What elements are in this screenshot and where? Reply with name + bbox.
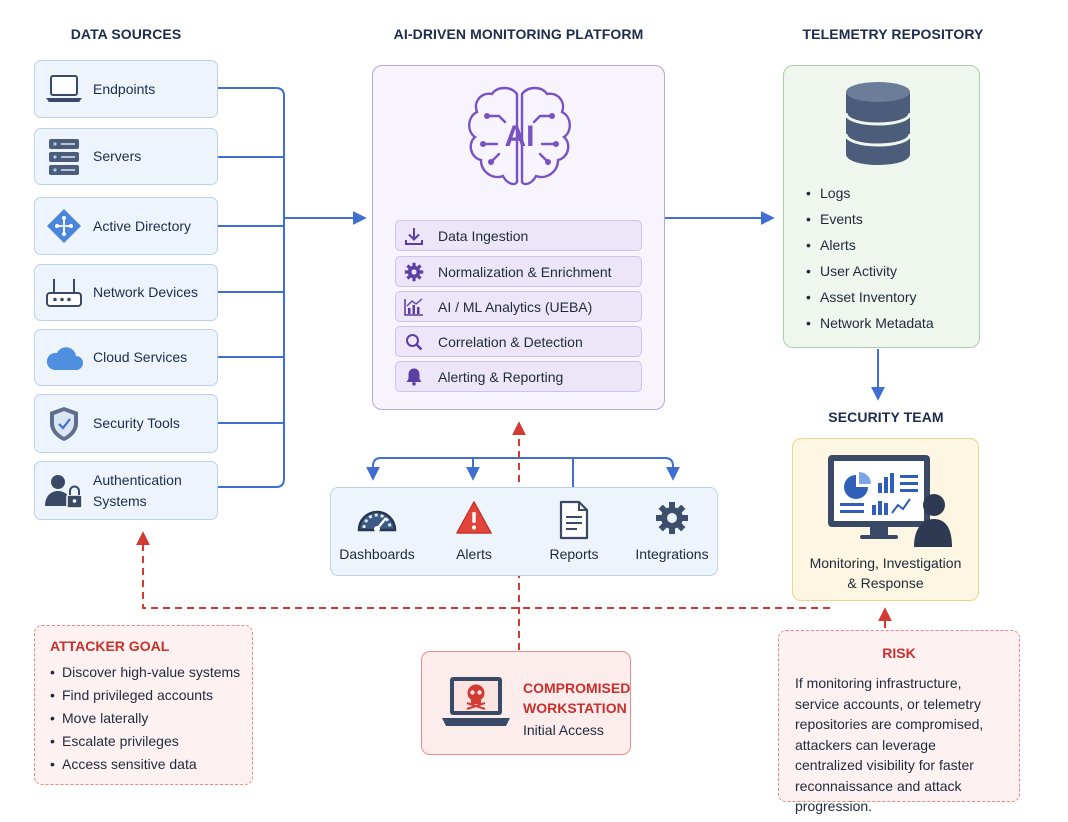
source-label: Servers [93, 148, 142, 164]
attacker-goal-item: Escalate privileges [50, 730, 240, 753]
source-label: Network Devices [93, 284, 199, 300]
compromised-workstation-panel: COMPROMISED WORKSTATION Initial Access [421, 651, 631, 755]
gear-icon [396, 262, 432, 282]
security-team-heading: SECURITY TEAM [828, 409, 944, 425]
monitoring-platform-panel: AI Data Ingestion Normalization & Enrich… [372, 65, 665, 410]
step-normalization: Normalization & Enrichment [395, 256, 642, 287]
attacker-goal-item: Find privileged accounts [50, 684, 240, 707]
compromised-subtitle: Initial Access [523, 722, 604, 738]
analyst-monitor-icon [828, 455, 952, 547]
telemetry-heading: TELEMETRY REPOSITORY [802, 26, 984, 42]
source-authentication-systems: Authentication Systems [34, 461, 218, 520]
shield-icon [35, 395, 93, 452]
cloud-icon [35, 330, 93, 385]
step-correlation: Correlation & Detection [395, 326, 642, 357]
risk-description: If monitoring infrastructure, service ac… [795, 675, 984, 814]
step-label: Alerting & Reporting [438, 368, 564, 385]
telemetry-item: Network Metadata [806, 310, 934, 336]
user-lock-icon [35, 462, 93, 519]
laptop-icon [35, 61, 93, 117]
step-data-ingestion: Data Ingestion [395, 220, 642, 251]
output-branch-lines [372, 457, 674, 467]
document-icon [528, 500, 620, 540]
output-alerts: Alerts [428, 488, 520, 575]
search-icon [396, 333, 432, 351]
source-label: Cloud Services [93, 349, 188, 365]
step-label: AI / ML Analytics (UEBA) [438, 298, 593, 315]
risk-title: RISK [882, 645, 916, 661]
ai-brain-label: AI [505, 120, 535, 153]
warning-icon [428, 500, 520, 536]
ai-brain-icon: AI [468, 86, 571, 186]
analytics-icon [396, 297, 432, 316]
source-servers: Servers [34, 128, 218, 185]
router-icon [35, 265, 93, 320]
source-active-directory: Active Directory [34, 197, 218, 255]
security-team-caption: Monitoring, Investigation & Response [809, 555, 962, 591]
source-label: Security Tools [93, 415, 180, 431]
output-dashboards: Dashboards [331, 488, 423, 575]
source-endpoints: Endpoints [34, 60, 218, 118]
database-icon [844, 82, 912, 165]
platform-outputs-panel: Dashboards Alerts Reports Integrations [330, 487, 718, 576]
gear-icon [626, 500, 718, 536]
telemetry-item: Events [806, 206, 934, 232]
download-icon [396, 227, 432, 245]
attacker-goal-list: Discover high-value systems Find privile… [50, 661, 240, 776]
data-sources-heading: DATA SOURCES [70, 26, 182, 42]
source-security-tools: Security Tools [34, 394, 218, 453]
output-reports: Reports [528, 488, 620, 575]
step-label: Data Ingestion [438, 227, 529, 244]
source-cloud-services: Cloud Services [34, 329, 218, 386]
attacker-goal-item: Move laterally [50, 707, 240, 730]
source-label: Active Directory [93, 217, 192, 234]
source-label: Authentication Systems [93, 471, 182, 509]
telemetry-item: Logs [806, 180, 934, 206]
risk-panel: RISK If monitoring infrastructure, servi… [778, 630, 1020, 814]
attacker-goal-item: Discover high-value systems [50, 661, 240, 684]
step-label: Normalization & Enrichment [438, 263, 612, 280]
attacker-goal-title: ATTACKER GOAL [50, 638, 170, 654]
step-label: Correlation & Detection [438, 333, 583, 350]
output-label: Reports [549, 546, 599, 562]
telemetry-repository-panel: Logs Events Alerts User Activity Asset I… [783, 65, 980, 348]
gauge-icon [331, 500, 423, 536]
directory-icon [35, 198, 93, 254]
source-bus-lines [218, 87, 285, 488]
step-analytics: AI / ML Analytics (UEBA) [395, 291, 642, 322]
attacker-goal-item: Access sensitive data [50, 753, 240, 776]
server-icon [35, 129, 93, 184]
telemetry-item: User Activity [806, 258, 934, 284]
output-label: Dashboards [339, 546, 415, 562]
telemetry-list: Logs Events Alerts User Activity Asset I… [806, 180, 934, 336]
compromised-laptop-icon [442, 677, 510, 726]
platform-heading: AI-DRIVEN MONITORING PLATFORM [393, 26, 644, 42]
security-team-panel: Monitoring, Investigation & Response [792, 438, 979, 601]
source-label: Endpoints [93, 80, 156, 97]
attacker-goal-panel: ATTACKER GOAL Discover high-value system… [34, 625, 253, 785]
source-network-devices: Network Devices [34, 264, 218, 321]
output-label: Alerts [456, 546, 492, 562]
output-label: Integrations [635, 546, 709, 562]
compromised-title: COMPROMISED WORKSTATION [523, 680, 631, 716]
output-integrations: Integrations [626, 488, 718, 575]
telemetry-item: Asset Inventory [806, 284, 934, 310]
telemetry-item: Alerts [806, 232, 934, 258]
bell-icon [396, 367, 432, 386]
step-alerting: Alerting & Reporting [395, 361, 642, 392]
